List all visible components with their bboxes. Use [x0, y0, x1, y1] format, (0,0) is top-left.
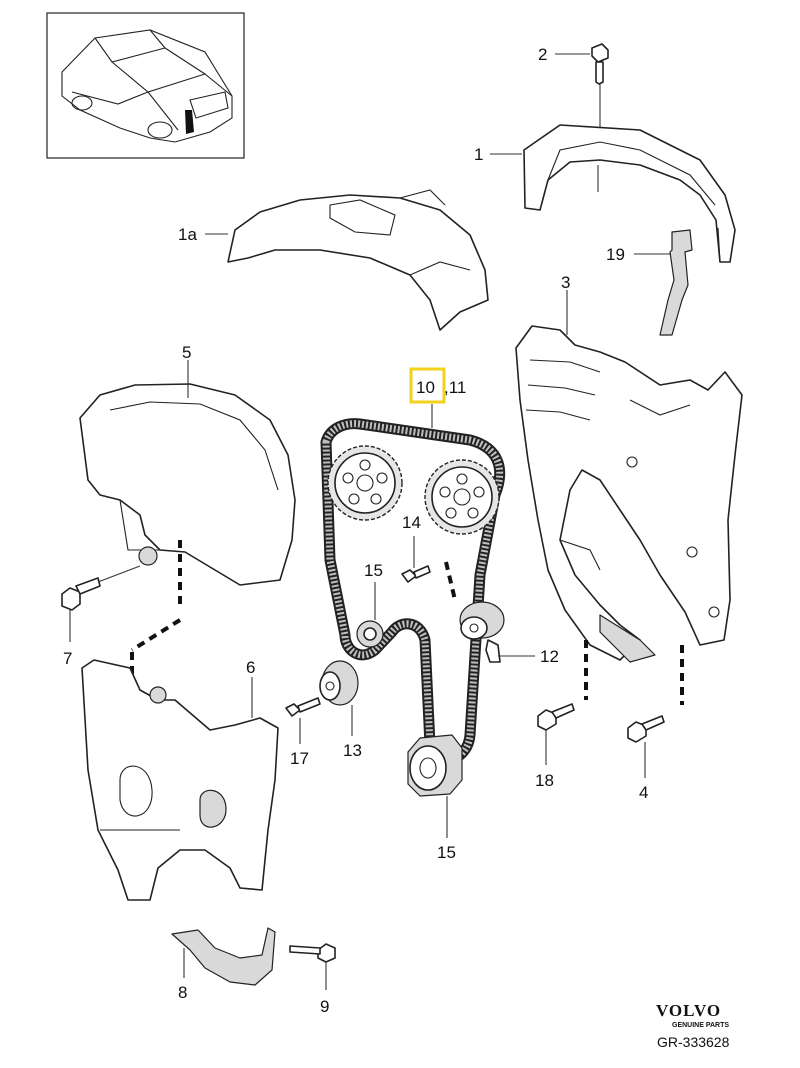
part-13-roller	[319, 660, 359, 736]
callout-18: 18	[535, 771, 554, 790]
part-7-bolt	[61, 540, 182, 702]
callout-labels: 1 1a 2 3 4 5 6 7 8 9 10 ,11 12 13 14 15 …	[63, 45, 648, 1016]
callout-8: 8	[178, 983, 187, 1002]
callout-9: 9	[320, 997, 329, 1016]
callout-15-upper: 15	[364, 561, 383, 580]
branding: VOLVO GENUINE PARTS GR-333628	[656, 1001, 730, 1050]
part-2-bolt	[555, 43, 609, 128]
reference-number: GR-333628	[657, 1034, 730, 1050]
callout-14: 14	[402, 513, 421, 532]
callout-15-lower: 15	[437, 843, 456, 862]
highlight-box	[409, 367, 446, 404]
callout-1a: 1a	[178, 225, 197, 244]
part-8-lower-shield	[171, 927, 276, 986]
part-12-tensioner	[459, 601, 535, 663]
part-18-bolt	[537, 640, 588, 765]
part-9-bolt	[289, 943, 336, 990]
part-1a-upper-cover	[205, 189, 489, 331]
callout-4: 4	[639, 783, 648, 802]
part-15-idler-pulley-upper	[356, 582, 384, 648]
part-1-upper-cover	[490, 124, 736, 263]
genuine-parts-label: GENUINE PARTS	[672, 1022, 729, 1029]
part-5-front-cover	[79, 360, 296, 586]
camshaft-gear-left	[327, 445, 403, 521]
part-3-rear-plate	[515, 290, 743, 663]
part-10-11-timing-belt	[320, 367, 506, 765]
vehicle-location-inset	[46, 12, 245, 159]
callout-7: 7	[63, 649, 72, 668]
part-6-lower-cover	[81, 659, 279, 901]
callout-11: ,11	[444, 378, 466, 397]
callout-12: 12	[540, 647, 559, 666]
part-17-bolt	[285, 697, 321, 744]
volvo-logo: VOLVO	[656, 1001, 721, 1020]
callout-2: 2	[538, 45, 547, 64]
callout-10: 10	[416, 378, 435, 397]
callout-3: 3	[561, 273, 570, 292]
part-4-bolt	[627, 645, 684, 778]
callout-19: 19	[606, 245, 625, 264]
callout-17: 17	[290, 749, 309, 768]
callout-6: 6	[246, 658, 255, 677]
part-14-bolt	[401, 536, 457, 601]
part-19-bracket	[634, 229, 693, 336]
camshaft-gear-right	[424, 459, 500, 535]
callout-13: 13	[343, 741, 362, 760]
callout-5: 5	[182, 343, 191, 362]
car-icon	[61, 29, 233, 143]
part-15-crankshaft-gear	[407, 734, 463, 838]
callout-1: 1	[474, 145, 483, 164]
